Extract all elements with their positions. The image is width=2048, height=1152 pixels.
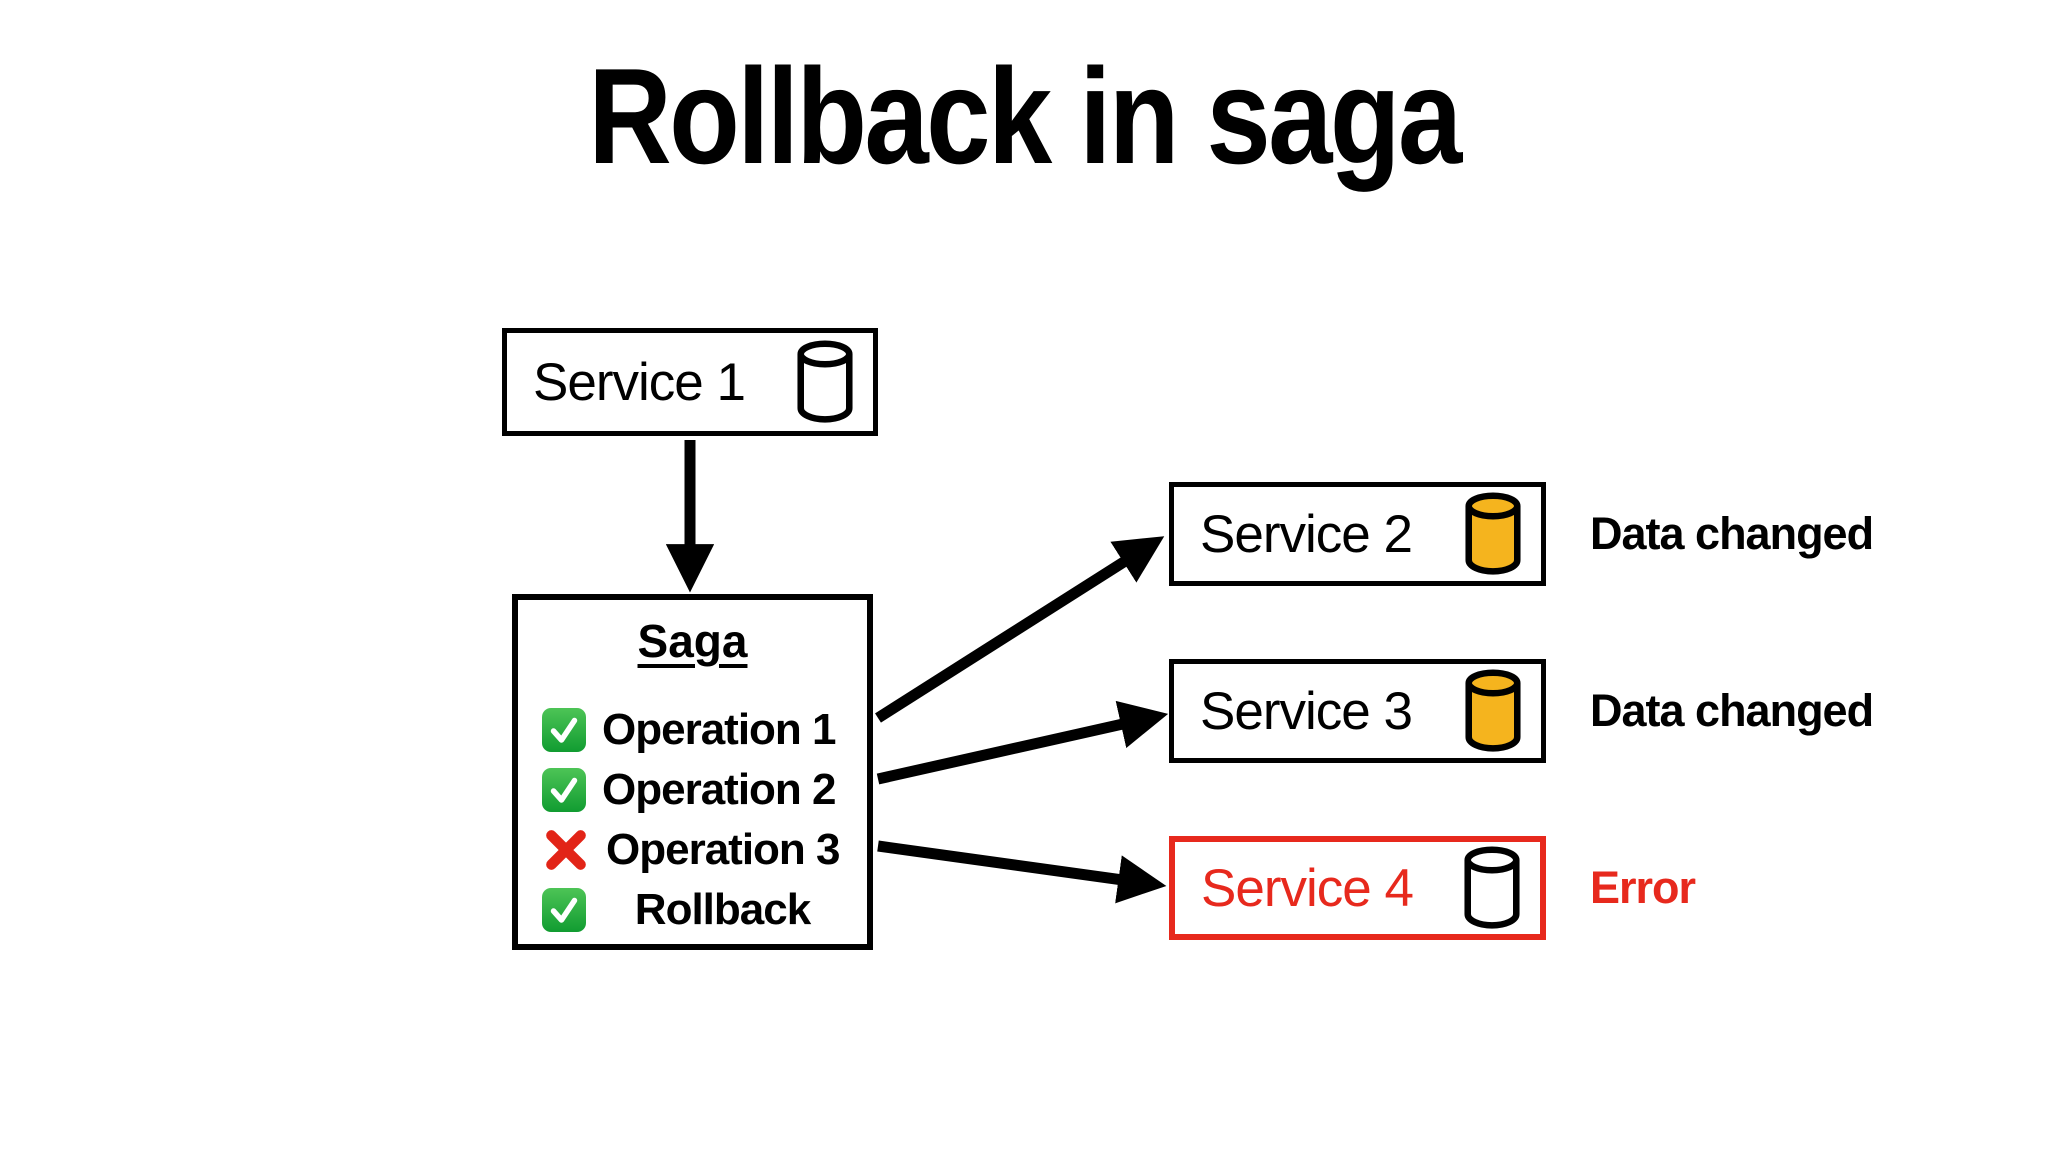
database-icon-orange — [1465, 669, 1521, 752]
service-4-annotation: Error — [1590, 862, 1696, 913]
page-title: Rollback in saga — [588, 40, 1462, 192]
check-icon — [542, 708, 586, 752]
arrow-saga-to-service4 — [877, 840, 1167, 904]
saga-operation-row-2: Operation 2 — [518, 760, 867, 820]
arrow-saga-to-service3 — [876, 700, 1169, 785]
service-3-box: Service 3 — [1169, 659, 1546, 763]
service-2-annotation: Data changed — [1590, 508, 1874, 559]
saga-title: Saga — [637, 615, 748, 667]
database-icon-white — [797, 340, 853, 423]
operation-label: Rollback — [634, 885, 811, 934]
operation-label: Operation 1 — [602, 705, 836, 754]
saga-box: Saga Operation 1 Operation 2 — [512, 594, 873, 950]
arrow-saga-to-service2 — [875, 536, 1165, 723]
saga-operation-row-1: Operation 1 — [518, 700, 867, 760]
database-icon-white — [1464, 846, 1520, 929]
service-3-label: Service 3 — [1200, 681, 1413, 741]
operation-label: Operation 3 — [606, 825, 840, 874]
check-icon — [542, 888, 586, 932]
check-icon — [542, 768, 586, 812]
saga-operation-list: Operation 1 Operation 2 Operation 3 — [518, 700, 867, 940]
service-4-label: Service 4 — [1201, 858, 1414, 918]
service-1-box: Service 1 — [502, 328, 878, 436]
service-4-box: Service 4 — [1169, 836, 1546, 940]
saga-operation-row-4: Rollback — [518, 880, 867, 940]
operation-label: Operation 2 — [602, 765, 836, 814]
service-2-box: Service 2 — [1169, 482, 1546, 586]
service-2-label: Service 2 — [1200, 504, 1413, 564]
service-1-label: Service 1 — [533, 352, 746, 412]
service-3-annotation: Data changed — [1590, 685, 1874, 736]
saga-operation-row-3: Operation 3 — [518, 820, 867, 880]
database-icon-orange — [1465, 492, 1521, 575]
cross-icon — [542, 826, 590, 874]
